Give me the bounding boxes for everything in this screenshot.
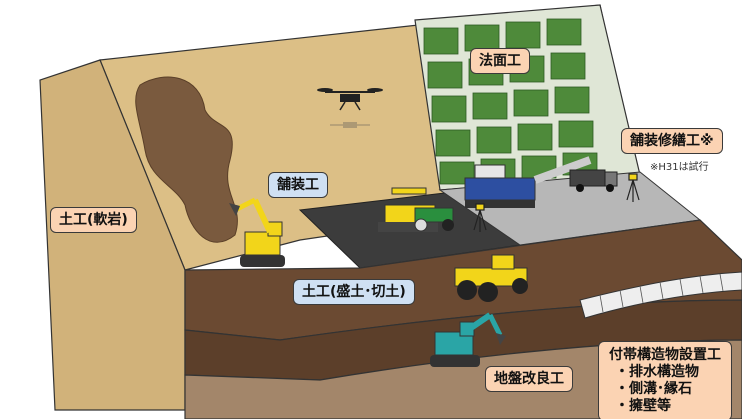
excavator-icon-teal bbox=[430, 312, 506, 367]
label-pavement-repair-note: ※H31は試行 bbox=[650, 162, 709, 173]
label-earthwork-soft-rock: 土工(軟岩) bbox=[50, 207, 137, 233]
drone-shadow bbox=[330, 122, 370, 128]
drone-icon bbox=[317, 88, 383, 111]
survey-tripod-icon bbox=[473, 203, 487, 232]
label-pavement-repair: 舗装修繕工※ bbox=[621, 128, 723, 154]
label-ground-improvement: 地盤改良工 bbox=[485, 366, 573, 392]
motor-grader-icon bbox=[454, 254, 528, 302]
label-facilities: 付帯構造物設置工 ・排水構造物 ・側溝･縁石 ・擁壁等 bbox=[598, 341, 732, 419]
label-slope-work: 法面工 bbox=[470, 48, 530, 74]
facilities-title: 付帯構造物設置工 bbox=[609, 347, 721, 363]
road-roller-icon bbox=[414, 207, 454, 232]
slope-left-side bbox=[39, 59, 186, 411]
label-earthwork-fill-cut: 土工(盛土･切土) bbox=[293, 279, 415, 305]
facilities-item: ・側溝･縁石 bbox=[615, 381, 692, 397]
excavator-icon bbox=[229, 197, 285, 267]
facilities-item: ・排水構造物 bbox=[615, 364, 699, 380]
label-pavement: 舗装工 bbox=[268, 172, 328, 198]
slope-protection-grid bbox=[414, 4, 641, 191]
survey-tripod-icon-2 bbox=[626, 173, 640, 202]
dump-truck-icon bbox=[569, 169, 618, 192]
milling-machine-icon bbox=[464, 156, 592, 208]
soft-rock-outcrop bbox=[135, 76, 238, 243]
facilities-item: ・擁壁等 bbox=[615, 398, 671, 414]
